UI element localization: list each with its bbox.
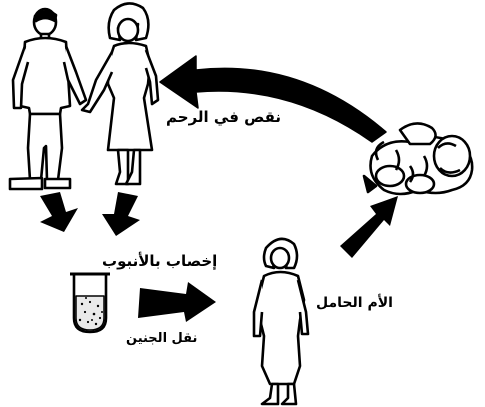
label-embryo-transfer: نقل الجنين [126, 332, 197, 345]
surrogate-dress [258, 272, 304, 384]
mother-dress [108, 43, 152, 150]
label-surrogate-mother: الأم الحامل [316, 296, 393, 310]
surrogate-head [271, 248, 289, 268]
father-torso [20, 38, 70, 114]
arrow-father-to-tube [40, 192, 78, 232]
baby-head [434, 136, 470, 176]
label-womb-transfer: نقص في الرحم [166, 110, 281, 125]
label-ivf: إخصاب بالأنبوب [102, 254, 217, 269]
arrow-mother-to-tube [102, 192, 140, 236]
arrow-baby-to-parents-curve [160, 56, 386, 142]
father-figure [10, 9, 86, 189]
father-legs [28, 114, 62, 180]
test-tube [70, 274, 110, 332]
mother-figure [82, 3, 158, 184]
mother-head [118, 19, 138, 41]
arrow-tube-to-surrogate [138, 282, 216, 322]
surrogate-figure [254, 239, 308, 404]
arrow-surrogate-to-baby [340, 196, 398, 258]
